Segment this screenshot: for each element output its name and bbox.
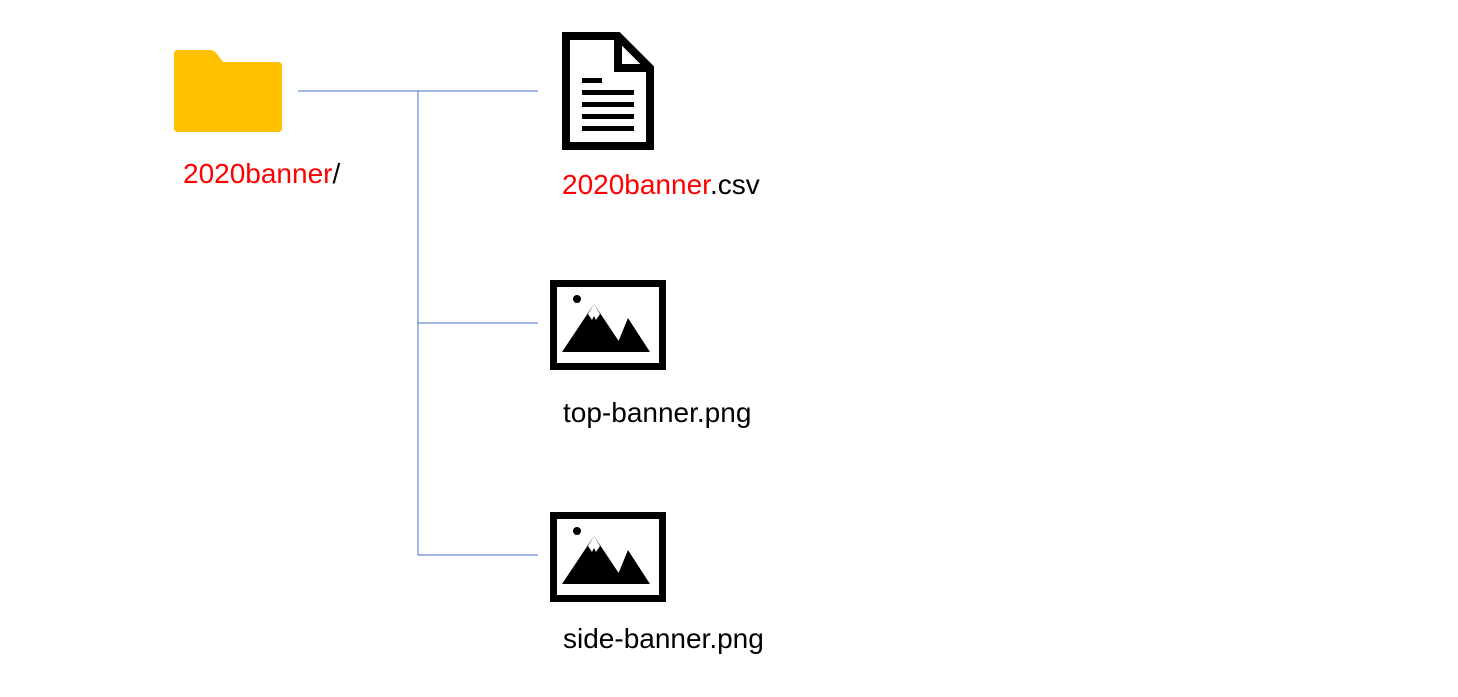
file-node-top-banner[interactable]: top-banner.png <box>548 278 808 438</box>
file-name-highlight: 2020banner <box>562 169 710 200</box>
folder-name-highlight: 2020banner <box>183 158 333 189</box>
file-node-csv[interactable]: 2020banner.csv <box>548 30 808 210</box>
document-icon <box>562 32 654 150</box>
image-icon <box>550 280 666 370</box>
file-label-side-banner: side-banner.png <box>563 622 764 656</box>
file-label-top-banner: top-banner.png <box>563 396 751 430</box>
file-node-side-banner[interactable]: side-banner.png <box>548 510 808 670</box>
file-name-suffix: top-banner.png <box>563 397 752 428</box>
file-label-csv: 2020banner.csv <box>562 168 760 202</box>
image-icon <box>550 512 666 602</box>
folder-name-suffix: / <box>332 158 341 189</box>
folder-label: 2020banner/ <box>183 157 340 191</box>
folder-icon <box>174 50 282 132</box>
file-name-suffix: .csv <box>709 169 760 200</box>
folder-node[interactable]: 2020banner/ <box>170 44 370 194</box>
file-name-suffix: side-banner.png <box>563 623 764 654</box>
